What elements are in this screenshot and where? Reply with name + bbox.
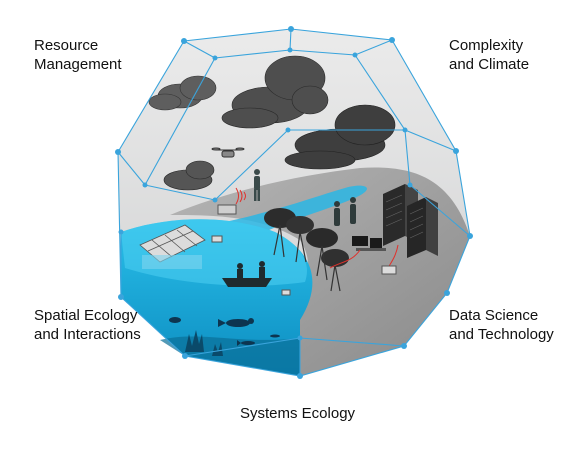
person-icon	[254, 169, 260, 201]
polyhedron-frame	[117, 28, 471, 377]
researchers	[334, 197, 356, 226]
label-line: Management	[34, 56, 122, 73]
sensor-box	[281, 289, 291, 296]
river	[225, 185, 367, 232]
frame-nodes	[115, 26, 473, 379]
cloud-icon	[284, 104, 396, 170]
drone-icon	[211, 147, 245, 158]
label-complexity-climate: Complexity and Climate	[449, 36, 529, 74]
laptop-icon	[352, 236, 386, 251]
label-systems-ecology: Systems Ecology	[240, 405, 356, 422]
cloud-icon	[163, 160, 215, 191]
label-line: and Climate	[449, 56, 530, 73]
boat-icon	[222, 261, 272, 287]
sensor-box	[217, 204, 237, 215]
label-data-science: Data Science and Technology	[449, 306, 554, 344]
fish-icon	[169, 317, 280, 346]
label-line: Resource	[34, 37, 99, 54]
label-resource-management: Resource Management	[34, 36, 122, 74]
server-rack-icon	[383, 184, 438, 258]
label-line: and Interactions	[34, 326, 141, 343]
mangrove-icon	[264, 208, 349, 292]
sensor-box	[381, 265, 397, 275]
signal-waves	[235, 187, 246, 205]
label-spatial-ecology: Spatial Ecology and Interactions	[34, 306, 141, 344]
label-line: and Technology	[449, 326, 554, 343]
sensor-box	[211, 235, 223, 243]
cloud-icon	[221, 55, 329, 129]
label-line: Data Science	[449, 307, 539, 324]
coral	[185, 330, 223, 356]
diver-icon	[218, 318, 254, 327]
fish-cage-icon	[139, 224, 206, 269]
label-line: Complexity	[449, 37, 524, 54]
label-line: Spatial Ecology	[34, 307, 138, 324]
seabed	[160, 336, 300, 376]
